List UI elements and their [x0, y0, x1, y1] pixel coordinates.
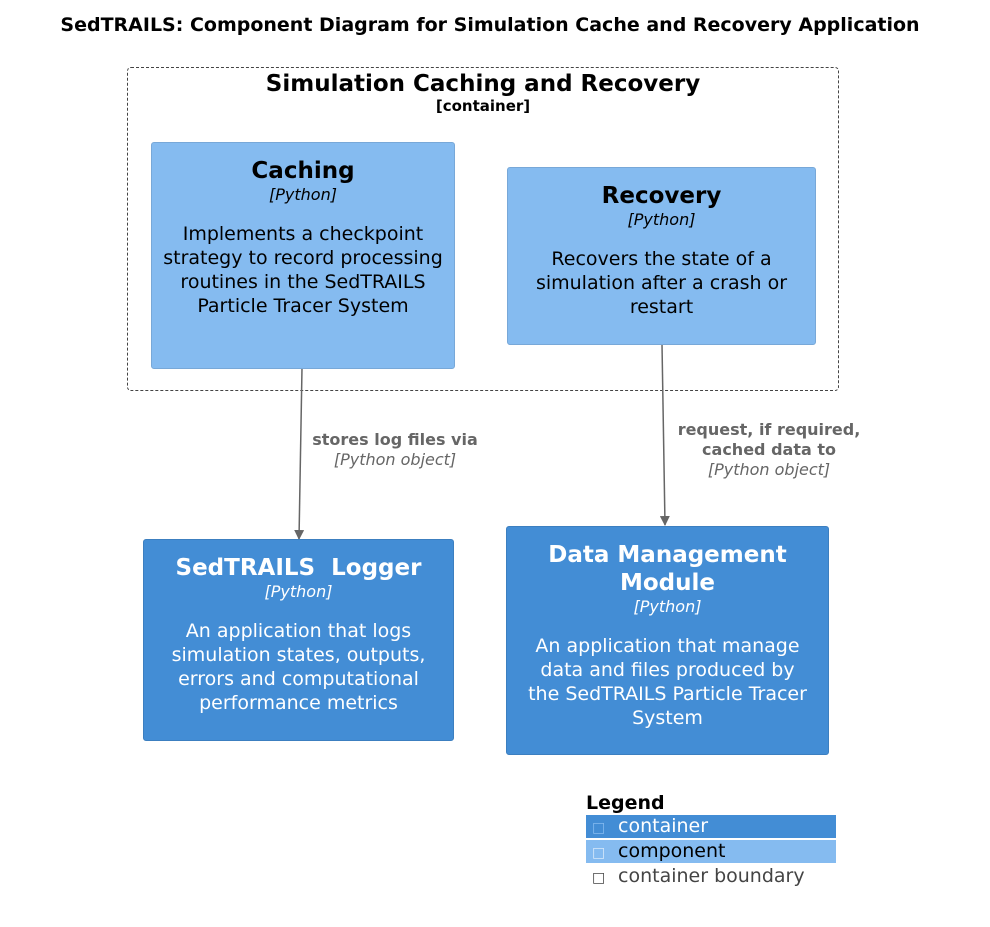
data-management-tech: [Python] [633, 597, 702, 616]
legend-title: Legend [586, 792, 665, 814]
edge-label-text: request, if required, cached data to [677, 420, 861, 459]
logger-container[interactable]: SedTRAILS Logger [Python] An application… [143, 539, 454, 741]
legend-item-label: container [618, 815, 709, 837]
data-management-container[interactable]: Data Management Module [Python] An appli… [506, 526, 829, 755]
edge-label-caching-to-logger: stores log files via [Python object] [290, 430, 500, 470]
legend-boundary-icon: □ [592, 870, 606, 886]
diagram-title: SedTRAILS: Component Diagram for Simulat… [60, 14, 920, 36]
caching-tech: [Python] [269, 185, 337, 204]
recovery-name: Recovery [601, 183, 722, 209]
logger-description: An application that logs simulation stat… [171, 620, 426, 714]
boundary-title: Simulation Caching and Recovery [265, 71, 701, 97]
recovery-tech: [Python] [627, 210, 696, 229]
recovery-description: Recovers the state of a simulation after… [535, 248, 788, 318]
legend-item-label: component [618, 840, 726, 862]
data-management-name: Data Management Module [548, 542, 787, 596]
logger-tech: [Python] [264, 582, 333, 601]
edge-label-tech: [Python object] [707, 460, 831, 479]
caching-description: Implements a checkpoint strategy to reco… [163, 223, 443, 317]
logger-name: SedTRAILS Logger [175, 555, 422, 581]
legend-component-icon: □ [592, 845, 606, 861]
caching-name: Caching [251, 158, 355, 184]
caching-component[interactable]: Caching [Python] Implements a checkpoint… [151, 142, 455, 369]
legend-item-container: □ container [586, 815, 836, 838]
data-management-description: An application that manage data and file… [528, 635, 807, 729]
legend-item-container-boundary: □ container boundary [586, 865, 836, 888]
edge-label-text: stores log files via [312, 430, 478, 449]
legend-container-icon: □ [592, 820, 606, 836]
boundary-type: [container] [435, 97, 531, 115]
container-boundary [127, 67, 839, 391]
legend-item-component: □ component [586, 840, 836, 863]
edge-recovery-to-data-management [659, 343, 670, 526]
edge-label-recovery-to-data: request, if required, cached data to [Py… [664, 420, 874, 480]
legend-item-label: container boundary [618, 865, 805, 887]
recovery-component[interactable]: Recovery [Python] Recovers the state of … [507, 167, 816, 345]
edge-label-tech: [Python object] [333, 450, 457, 469]
edge-caching-to-logger [294, 367, 305, 540]
